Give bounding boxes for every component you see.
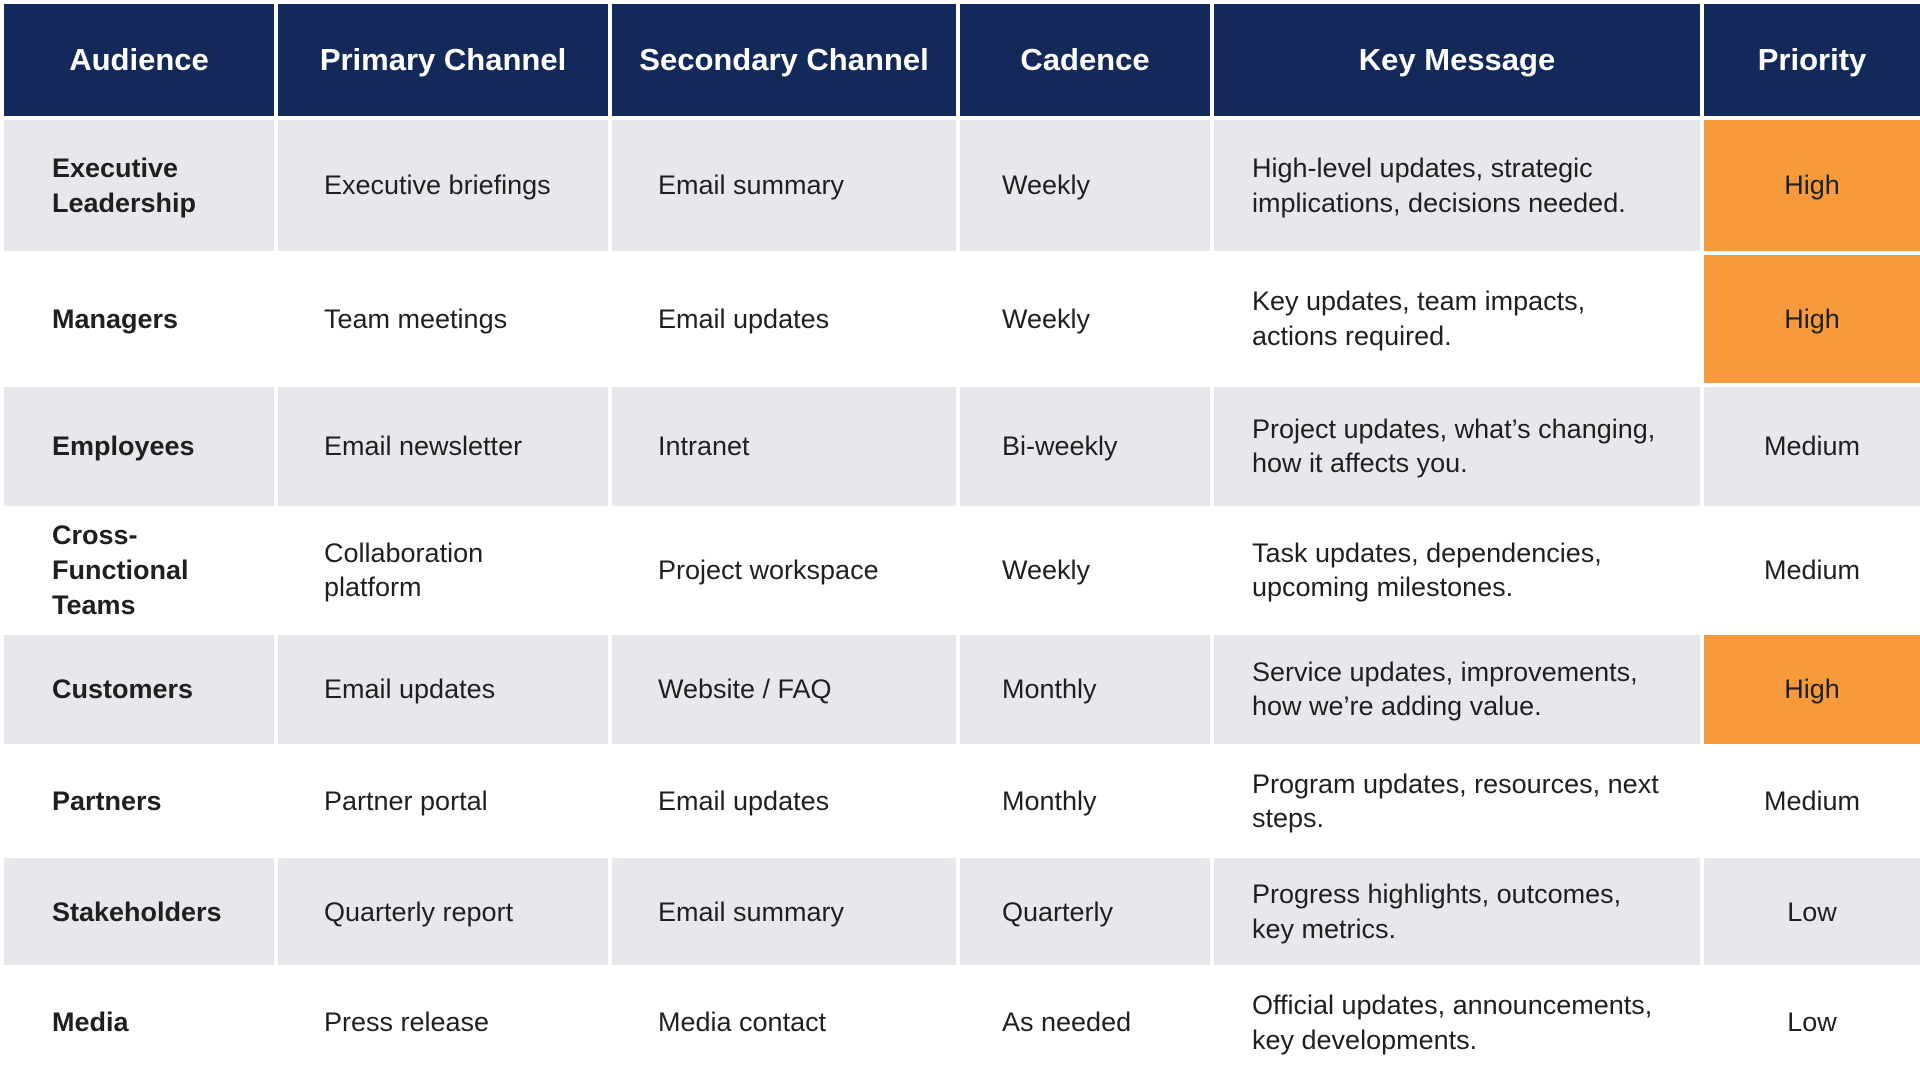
audience-cell: Executive Leadership [4,120,274,252]
secondary-channel-cell: Intranet [612,386,956,506]
table-row: Media Press release Media contact As nee… [4,969,1920,1076]
key-message-cell: Official updates, announcements, key dev… [1214,969,1700,1076]
cadence-cell: Weekly [960,255,1210,383]
audience-cell: Managers [4,255,274,383]
column-header-audience: Audience [4,4,274,116]
audience-cell: Stakeholders [4,858,274,966]
key-message-cell: Key updates, team impacts, actions requi… [1214,255,1700,383]
table-row: Managers Team meetings Email updates Wee… [4,255,1920,383]
primary-channel-cell: Team meetings [278,255,608,383]
table-header-row: Audience Primary Channel Secondary Chann… [4,4,1920,116]
key-message-cell: Program updates, resources, next steps. [1214,747,1700,855]
key-message-cell: Service updates, improvements, how we’re… [1214,634,1700,744]
table-row: Employees Email newsletter Intranet Bi-w… [4,386,1920,506]
primary-channel-cell: Press release [278,969,608,1076]
cadence-cell: Weekly [960,120,1210,252]
cadence-cell: As needed [960,969,1210,1076]
primary-channel-cell: Collaboration platform [278,509,608,631]
table-row: Customers Email updates Website / FAQ Mo… [4,634,1920,744]
secondary-channel-cell: Media contact [612,969,956,1076]
priority-cell: High [1704,255,1920,383]
column-header-priority: Priority [1704,4,1920,116]
priority-cell: Medium [1704,509,1920,631]
key-message-cell: Task updates, dependencies, upcoming mil… [1214,509,1700,631]
primary-channel-cell: Email newsletter [278,386,608,506]
primary-channel-cell: Executive briefings [278,120,608,252]
key-message-cell: High-level updates, strategic implicatio… [1214,120,1700,252]
column-header-secondary-channel: Secondary Channel [612,4,956,116]
priority-cell: Low [1704,969,1920,1076]
priority-cell: Low [1704,858,1920,966]
priority-cell: High [1704,120,1920,252]
key-message-cell: Project updates, what’s changing, how it… [1214,386,1700,506]
table-row: Cross-Functional Teams Collaboration pla… [4,509,1920,631]
priority-cell: Medium [1704,747,1920,855]
secondary-channel-cell: Email updates [612,255,956,383]
secondary-channel-cell: Project workspace [612,509,956,631]
audience-cell: Partners [4,747,274,855]
table-row: Executive Leadership Executive briefings… [4,120,1920,252]
audience-cell: Cross-Functional Teams [4,509,274,631]
audience-cell: Employees [4,386,274,506]
cadence-cell: Bi-weekly [960,386,1210,506]
column-header-cadence: Cadence [960,4,1210,116]
secondary-channel-cell: Email summary [612,858,956,966]
column-header-primary-channel: Primary Channel [278,4,608,116]
secondary-channel-cell: Website / FAQ [612,634,956,744]
primary-channel-cell: Email updates [278,634,608,744]
key-message-cell: Progress highlights, outcomes, key metri… [1214,858,1700,966]
priority-cell: Medium [1704,386,1920,506]
cadence-cell: Monthly [960,634,1210,744]
table-row: Partners Partner portal Email updates Mo… [4,747,1920,855]
primary-channel-cell: Quarterly report [278,858,608,966]
cadence-cell: Monthly [960,747,1210,855]
priority-cell: High [1704,634,1920,744]
cadence-cell: Quarterly [960,858,1210,966]
audience-cell: Media [4,969,274,1076]
audience-cell: Customers [4,634,274,744]
secondary-channel-cell: Email summary [612,120,956,252]
column-header-key-message: Key Message [1214,4,1700,116]
primary-channel-cell: Partner portal [278,747,608,855]
secondary-channel-cell: Email updates [612,747,956,855]
table-row: Stakeholders Quarterly report Email summ… [4,858,1920,966]
cadence-cell: Weekly [960,509,1210,631]
